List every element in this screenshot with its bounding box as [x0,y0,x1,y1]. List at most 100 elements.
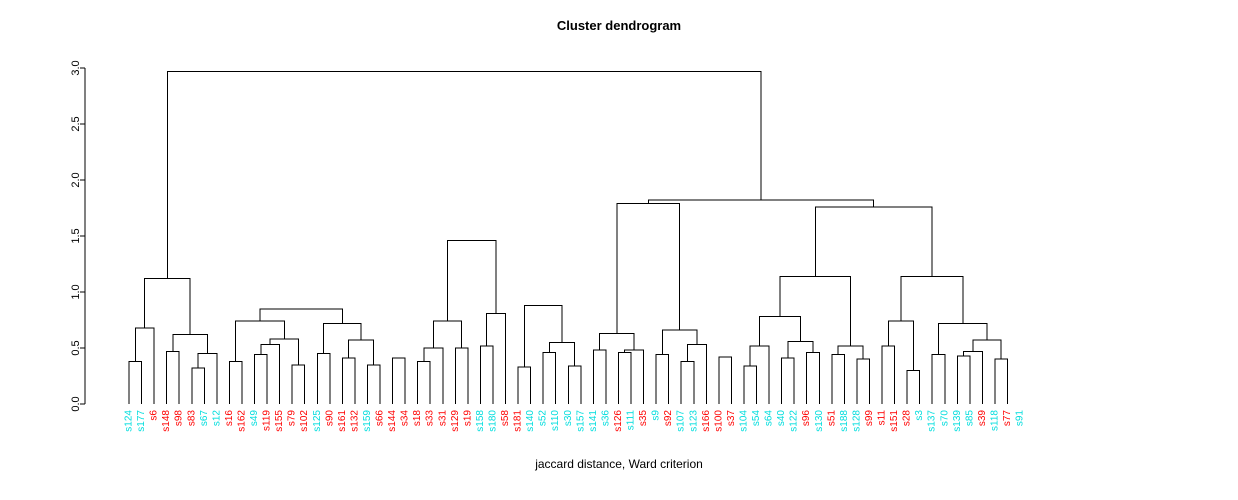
leaf-label: s139 [952,410,963,432]
dendrogram-branch [956,355,971,404]
dendrogram-branch [814,206,933,277]
dendrogram-branch [423,347,444,404]
dendrogram-branch [655,354,670,404]
leaf-label: s118 [989,410,1000,431]
dendrogram-branch [432,320,463,348]
dendrogram-branch [680,360,695,404]
y-axis-tick-label: 1.0 [70,284,82,299]
dendrogram-branch [881,345,896,404]
leaf-label: s140 [525,410,536,432]
leaf-label: s110 [550,410,561,431]
dendrogram-branch [166,70,762,279]
leaf-label: s33 [425,410,436,427]
dendrogram-branch [254,354,268,404]
dendrogram-branch [856,358,870,404]
dendrogram-branch [616,203,681,334]
y-axis-tick-label: 3.0 [70,60,82,75]
page-title: Cluster dendrogram [556,18,682,33]
leaf-label: s18 [412,410,423,427]
leaf-label: s96 [801,410,812,427]
leaf-label: s158 [475,410,486,432]
dendrogram-branch [900,275,964,324]
leaf-label: s119 [262,410,273,431]
leaf-label: s107 [676,410,687,432]
leaf-label: s90 [324,410,335,427]
dendrogram-branch [837,345,864,360]
dendrogram-branches [128,70,1008,404]
leaf-label: s28 [902,410,913,427]
leaf-label: s111 [626,410,637,431]
leaf-label: s83 [186,410,197,427]
leaf-label: s159 [362,410,373,432]
dendrogram-branch [624,349,645,404]
y-axis-tick-label: 1.5 [70,228,82,243]
y-axis-tick-label: 0.5 [70,340,82,355]
leaf-label: s49 [249,410,260,427]
dendrogram-branch [617,351,632,404]
dendrogram-branch [454,347,469,404]
leaf-label: s129 [450,410,461,432]
dendrogram-branch [592,349,607,404]
leaf-label: s67 [199,410,210,427]
dendrogram-branch [128,360,143,404]
leaf-label: s104 [738,410,749,432]
leaf-label: s162 [236,410,247,432]
leaf-label: s30 [563,410,574,427]
dendrogram-branch [686,344,707,404]
x-axis-caption: jaccard distance, Ward criterion [535,457,703,471]
leaf-label: s161 [337,410,348,432]
dendrogram-branch [517,366,532,404]
leaf-label: s151 [889,410,900,432]
dendrogram-branch [191,367,205,404]
leaf-label: s64 [764,410,775,427]
leaf-label: s79 [287,410,298,427]
dendrogram-branch [661,329,698,355]
y-axis-tick-label: 2.0 [70,172,82,187]
leaf-label: s92 [663,410,674,427]
dendrogram-branch [166,350,180,404]
dendrogram-branch [446,239,497,322]
leaf-label: s100 [713,410,724,432]
leaf-label: s180 [487,410,498,432]
leaf-label: s31 [437,410,448,427]
dendrogram-branch [172,334,208,354]
leaf-label: s126 [613,410,624,432]
dendrogram-branch [937,322,988,355]
dendrogram-branch [567,365,582,404]
dendrogram-branch [647,199,875,207]
dendrogram-branch [831,354,845,404]
leaf-label: s58 [500,410,511,427]
dendrogram-branch [316,353,331,404]
leaf-label: s130 [814,410,825,432]
leaf-label: s51 [826,410,837,427]
leaf-label: s122 [789,410,800,432]
dendrogram-branch [787,340,814,359]
dendrogram-branch [749,345,770,404]
dendrogram-branch [548,341,576,366]
leaf-label: s85 [964,410,975,427]
dendrogram-branch [348,339,375,365]
leaf-label: s102 [299,410,310,432]
y-axis-tick-label: 2.5 [70,116,82,131]
leaf-label: s166 [701,410,712,432]
dendrogram-branch [599,332,635,351]
dendrogram-branch [260,344,281,404]
dendrogram-branch [228,360,243,404]
dendrogram-branch [779,275,852,346]
dendrogram-branch [323,322,362,354]
leaf-label: s70 [939,410,950,427]
leaf-label: s54 [751,410,762,427]
leaf-label: s40 [776,410,787,427]
leaf-label: s157 [575,410,586,432]
dendrogram-branch [291,364,306,404]
leaf-label: s144 [387,410,398,432]
y-axis: 0.00.51.01.52.02.53.0 [70,60,86,412]
leaf-label: s77 [1002,410,1013,427]
dendrogram-branch [134,327,155,404]
leaf-label: s181 [513,410,524,432]
dendrogram-branch [479,345,494,404]
dendrogram-branch [542,351,557,404]
